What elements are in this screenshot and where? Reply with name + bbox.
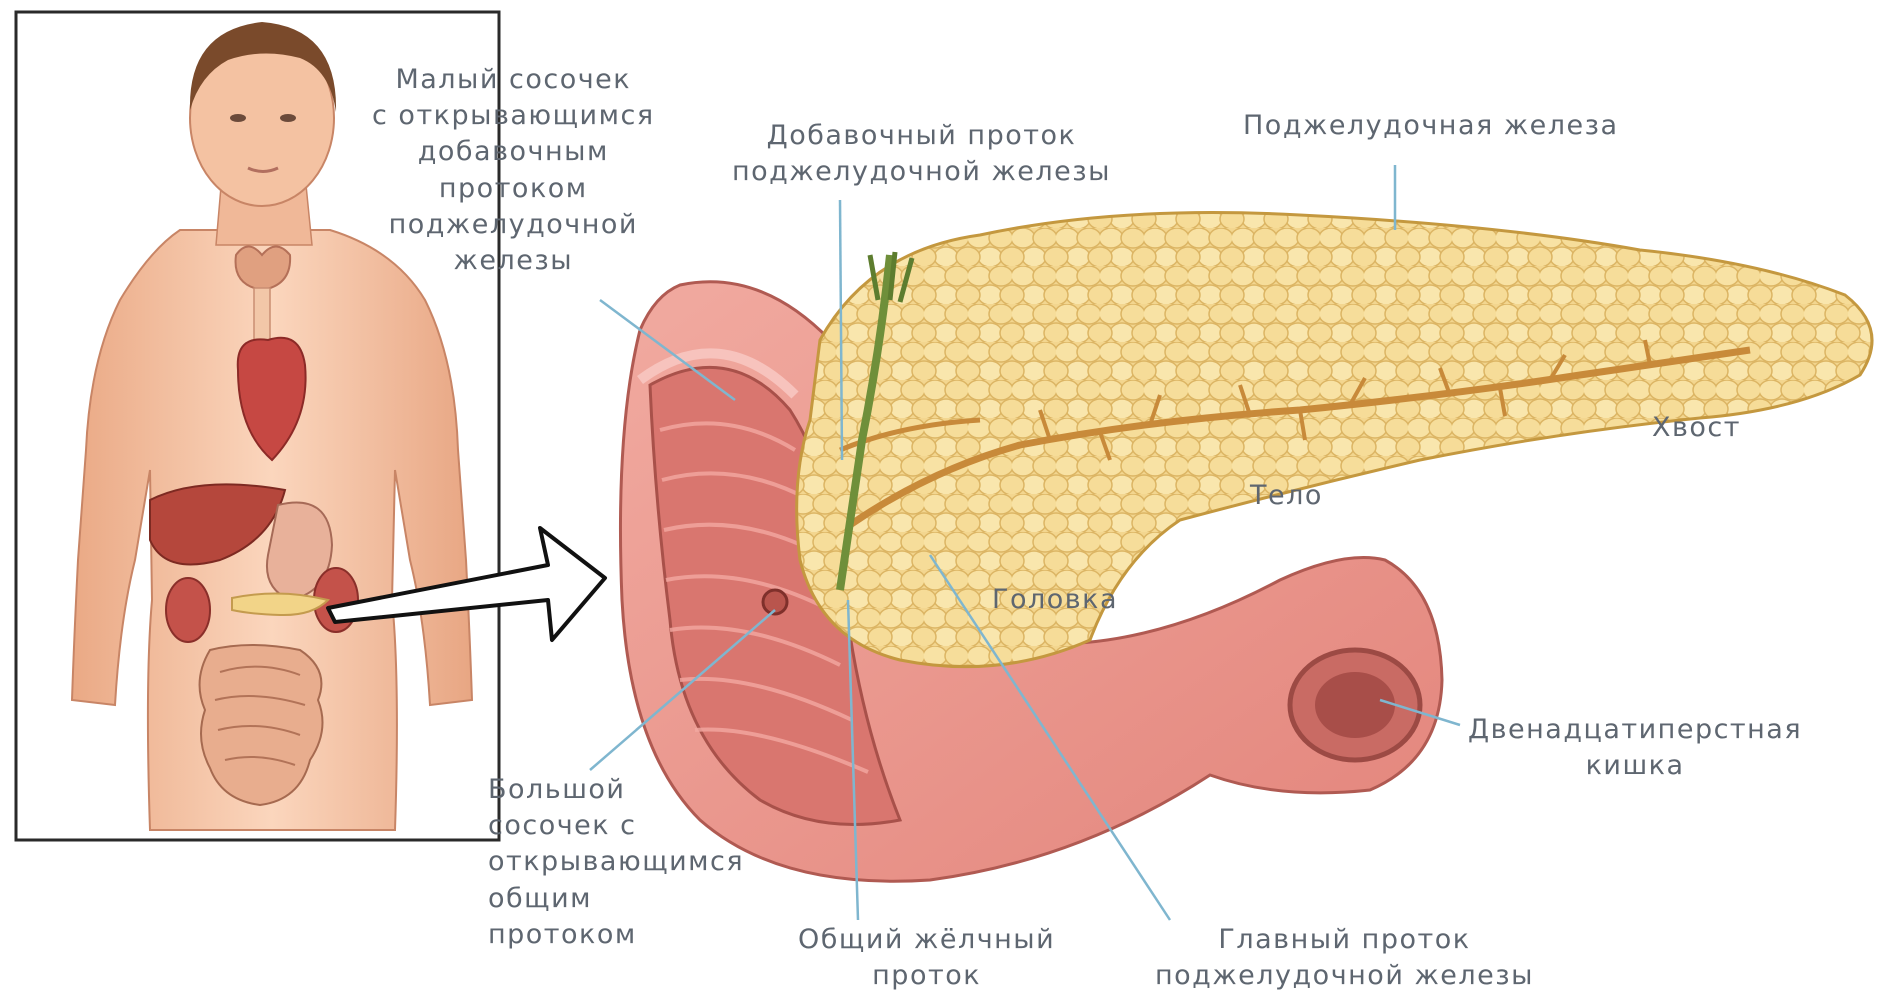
label-line: общим xyxy=(488,881,744,917)
label-line: протоком xyxy=(488,917,744,953)
label-head: Головка xyxy=(992,582,1118,618)
label-line: Общий жёлчный xyxy=(798,922,1055,958)
label-line: поджелудочной железы xyxy=(1155,958,1534,994)
label-line: открывающимся xyxy=(488,844,744,880)
label-line: Главный проток xyxy=(1155,922,1534,958)
label-line: Малый сосочек xyxy=(372,62,655,98)
label-line: протоком xyxy=(372,171,655,207)
label-line: Большой xyxy=(488,772,744,808)
label-line: Двенадцатиперстная xyxy=(1468,712,1802,748)
label-line: Добавочный проток xyxy=(732,118,1111,154)
label-minor-papilla: Малый сосочек с открывающимся добавочным… xyxy=(372,62,655,279)
label-tail: Хвост xyxy=(1652,410,1741,446)
label-common-bile-duct: Общий жёлчный проток xyxy=(798,922,1055,994)
label-line: проток xyxy=(798,958,1055,994)
label-main-duct: Главный проток поджелудочной железы xyxy=(1155,922,1534,994)
label-body: Тело xyxy=(1250,478,1323,514)
label-line: поджелудочной железы xyxy=(732,154,1111,190)
label-line: кишка xyxy=(1468,748,1802,784)
label-line: поджелудочной xyxy=(372,207,655,243)
left-kidney xyxy=(166,578,210,642)
label-duodenum: Двенадцатиперстная кишка xyxy=(1468,712,1802,784)
label-accessory-duct: Добавочный проток поджелудочной железы xyxy=(732,118,1111,190)
label-line: с открывающимся xyxy=(372,98,655,134)
label-pancreas: Поджелудочная железа xyxy=(1243,108,1619,144)
label-major-papilla: Большой сосочек с открывающимся общим пр… xyxy=(488,772,744,953)
label-line: добавочным xyxy=(372,134,655,170)
label-line: железы xyxy=(372,243,655,279)
label-line: сосочек с xyxy=(488,808,744,844)
